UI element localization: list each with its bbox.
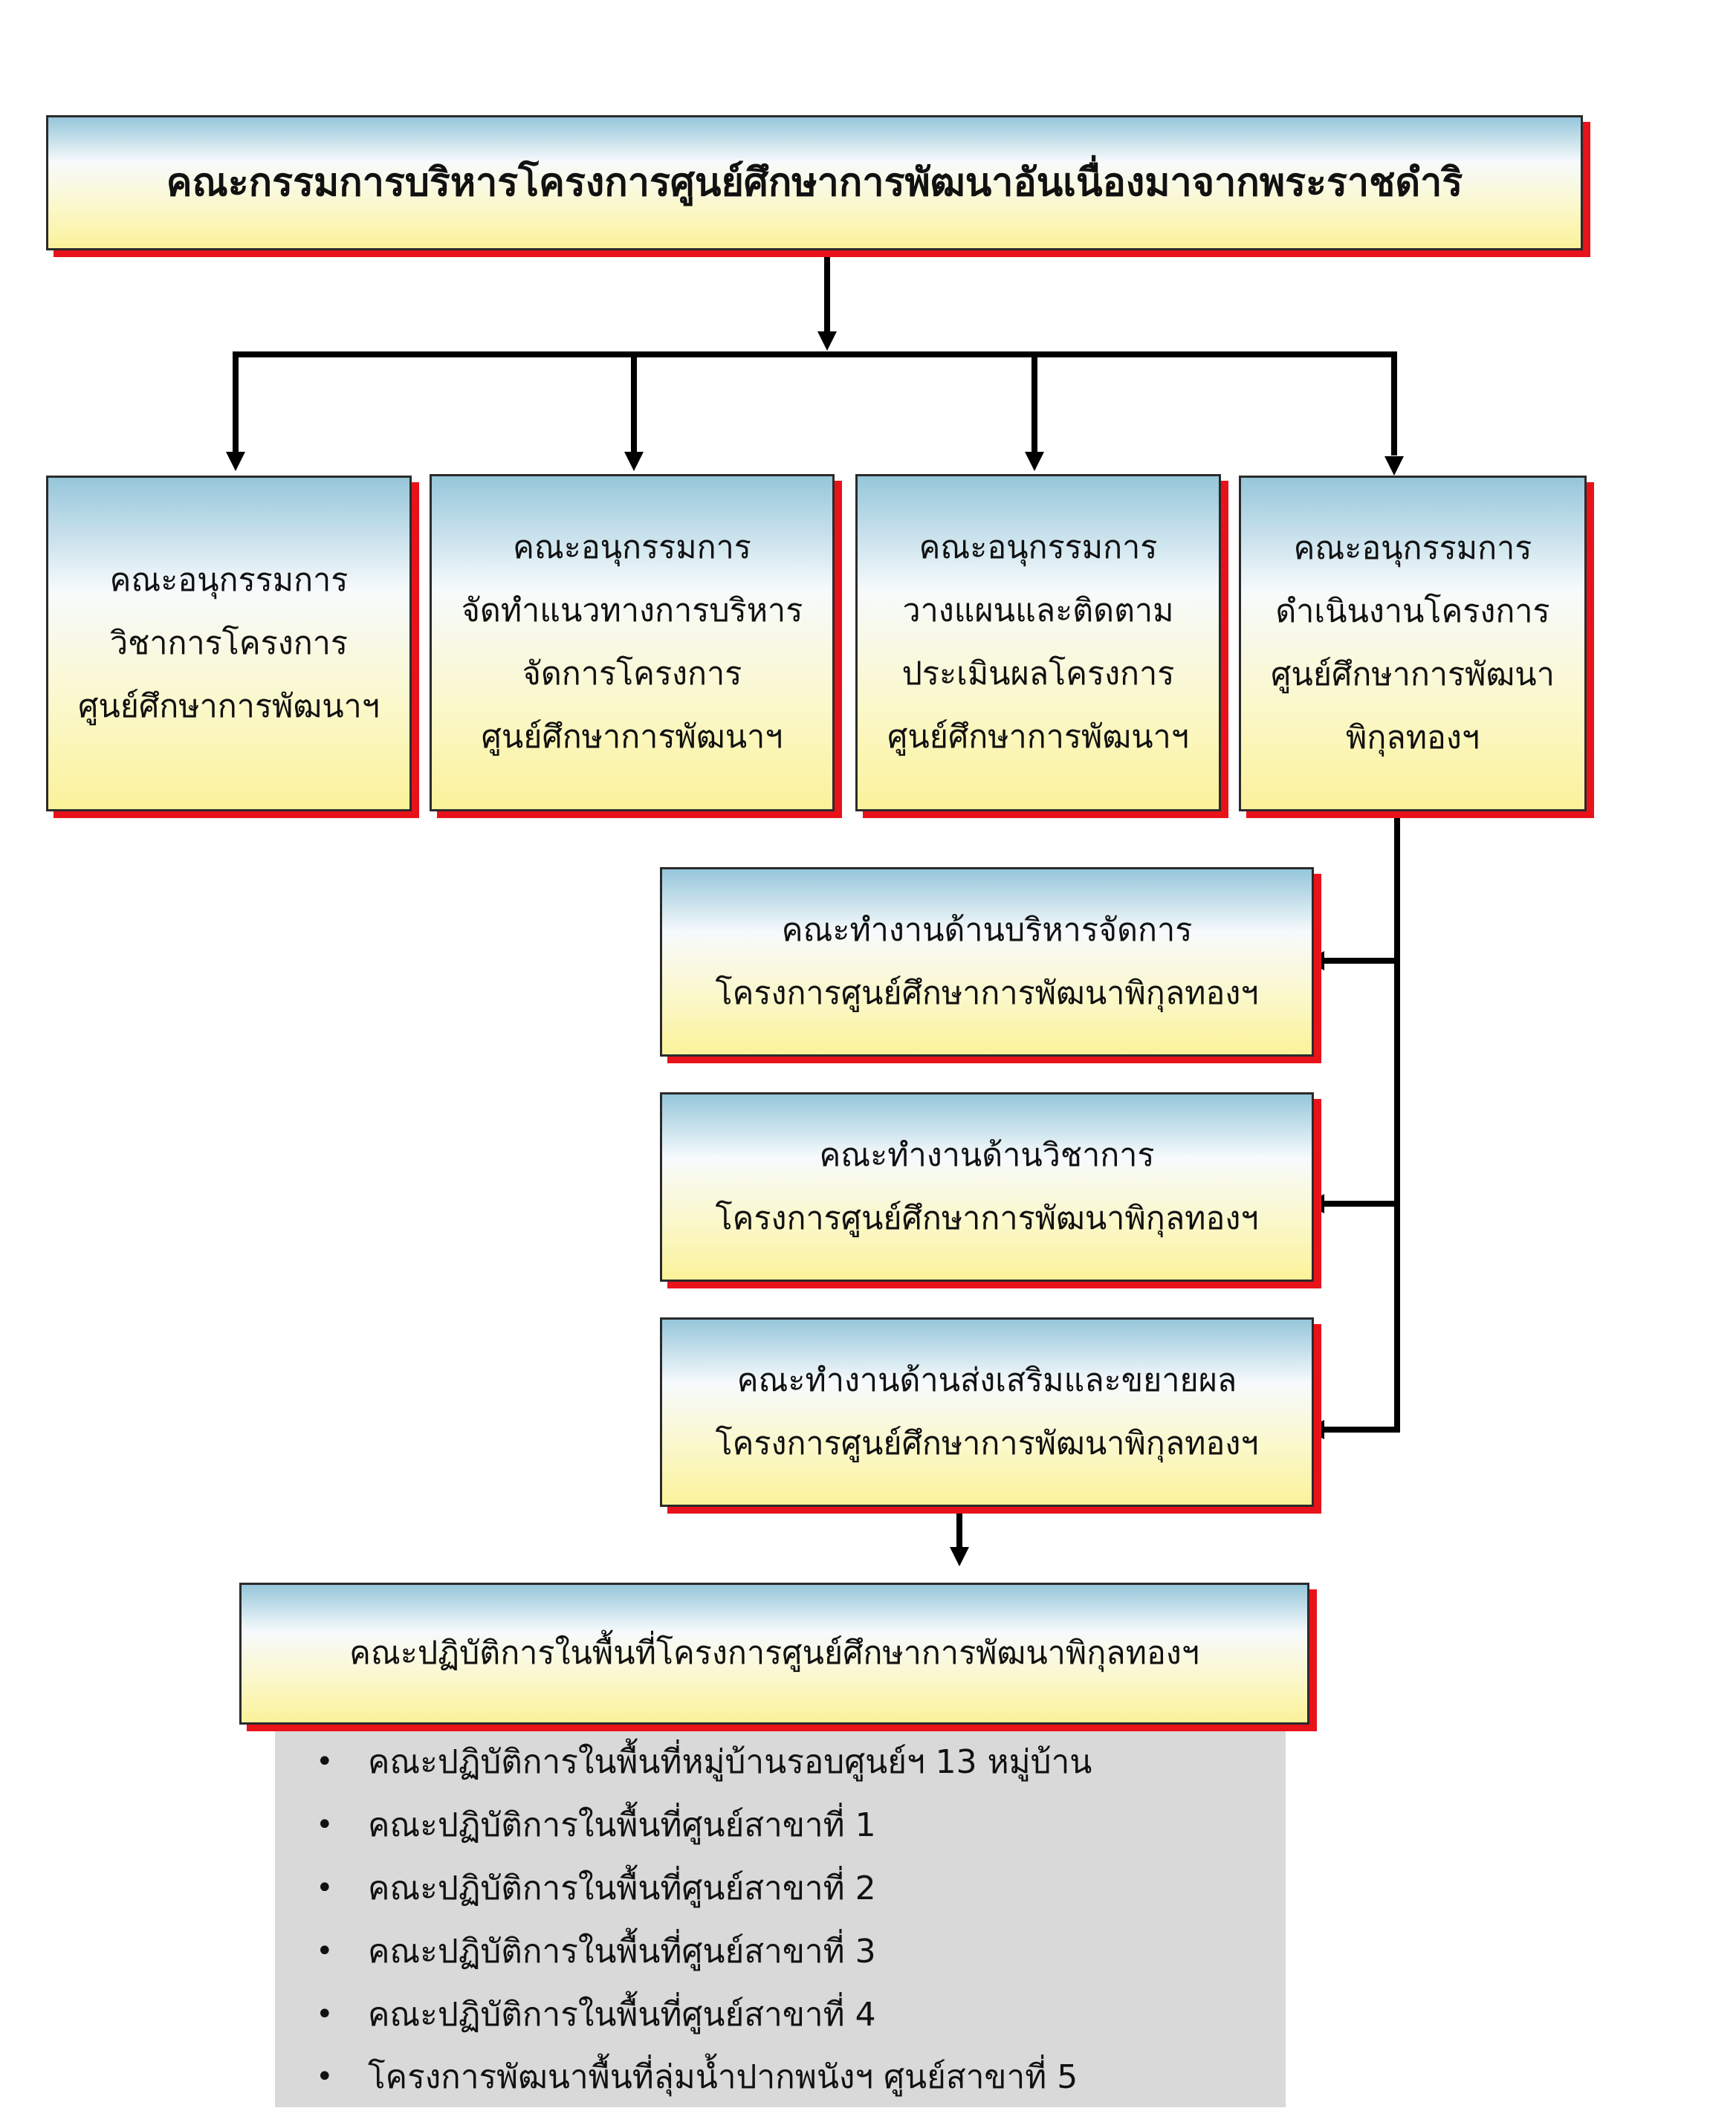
connector-to-wg-1	[1321, 958, 1400, 964]
subcommittee-operations-line-1: คณะอนุกรรมการ	[1293, 530, 1532, 567]
working-group-academic-line-2: โครงการศูนย์ศึกษาการพัฒนาพิกุลทองฯ	[715, 1199, 1259, 1237]
top-committee-title: คณะกรรมการบริหารโครงการศูนย์ศึกษาการพัฒน…	[166, 160, 1463, 205]
list-item: • คณะปฏิบัติการในพื้นที่ศูนย์สาขาที่ 3	[316, 1920, 876, 1982]
subcommittee-management-line-2: จัดทำแนวทางการบริหาร	[461, 592, 803, 629]
subcommittee-academic-line-2: วิชาการโครงการ	[110, 624, 348, 662]
subcommittee-planning-line-4: ศูนย์ศึกษาการพัฒนาฯ	[887, 719, 1189, 756]
field-operations-box: คณะปฏิบัติการในพื้นที่โครงการศูนย์ศึกษาก…	[239, 1583, 1309, 1725]
arrowhead-field-ops	[950, 1547, 969, 1566]
subcommittee-operations-line-3: ศูนย์ศึกษาการพัฒนา	[1271, 656, 1555, 693]
working-group-academic-line-1: คณะทำงานด้านวิชาการ	[819, 1136, 1155, 1174]
bullet-icon: •	[316, 1808, 334, 1842]
subcommittee-box-management: คณะอนุกรรมการ จัดทำแนวทางการบริหาร จัดกา…	[430, 474, 835, 811]
connector-wg3-down	[956, 1506, 962, 1555]
subcommittee-management-line-3: จัดการโครงการ	[522, 655, 742, 693]
list-item-text: คณะปฏิบัติการในพื้นที่หมู่บ้านรอบศูนย์ฯ …	[368, 1743, 1092, 1781]
subcommittee-planning-line-1: คณะอนุกรรมการ	[919, 529, 1158, 566]
list-item-text: โครงการพัฒนาพื้นที่ลุ่มน้ำปากพนังฯ ศูนย์…	[368, 2058, 1078, 2096]
arrowhead-sub-4	[1384, 456, 1404, 476]
connector-down-sub-3	[1031, 351, 1037, 455]
list-item-text: คณะปฏิบัติการในพื้นที่ศูนย์สาขาที่ 4	[368, 1996, 876, 2034]
subcommittee-management-line-1: คณะอนุกรรมการ	[513, 529, 751, 566]
list-item: • คณะปฏิบัติการในพื้นที่ศูนย์สาขาที่ 1	[316, 1794, 876, 1856]
field-operations-list-panel: • คณะปฏิบัติการในพื้นที่หมู่บ้านรอบศูนย์…	[275, 1726, 1286, 2107]
connector-sub4-trunk	[1394, 815, 1400, 1433]
list-item: • คณะปฏิบัติการในพื้นที่ศูนย์สาขาที่ 2	[316, 1857, 876, 1919]
connector-down-sub-1	[233, 351, 239, 455]
subcommittee-planning-line-3: ประเมินผลโครงการ	[901, 655, 1175, 693]
subcommittee-academic-line-1: คณะอนุกรรมการ	[109, 561, 349, 599]
list-item-text: คณะปฏิบัติการในพื้นที่ศูนย์สาขาที่ 2	[368, 1869, 876, 1907]
bullet-icon: •	[316, 1745, 334, 1779]
subcommittee-operations-line-2: ดำเนินงานโครงการ	[1275, 593, 1550, 630]
subcommittee-management-line-4: ศูนย์ศึกษาการพัฒนาฯ	[481, 719, 783, 756]
bullet-icon: •	[316, 1871, 334, 1905]
connector-to-wg-3	[1321, 1427, 1400, 1433]
top-committee-box: คณะกรรมการบริหารโครงการศูนย์ศึกษาการพัฒน…	[46, 115, 1583, 250]
working-group-box-academic: คณะทำงานด้านวิชาการ โครงการศูนย์ศึกษาการ…	[660, 1092, 1314, 1282]
bullet-icon: •	[316, 1934, 334, 1968]
list-item: • คณะปฏิบัติการในพื้นที่ศูนย์สาขาที่ 4	[316, 1983, 876, 2046]
subcommittee-box-operations: คณะอนุกรรมการ ดำเนินงานโครงการ ศูนย์ศึกษ…	[1239, 476, 1587, 811]
subcommittee-planning-line-2: วางแผนและติดตาม	[902, 592, 1174, 629]
arrowhead-sub-3	[1025, 452, 1044, 471]
bullet-icon: •	[316, 1997, 334, 2031]
connector-to-wg-2	[1321, 1201, 1400, 1207]
connector-horizontal-bus	[233, 351, 1396, 357]
arrowhead-sub-1	[226, 452, 245, 471]
subcommittee-box-planning: คณะอนุกรรมการ วางแผนและติดตาม ประเมินผลโ…	[855, 474, 1221, 811]
list-item-text: คณะปฏิบัติการในพื้นที่ศูนย์สาขาที่ 3	[368, 1933, 876, 1971]
list-item: • โครงการพัฒนาพื้นที่ลุ่มน้ำปากพนังฯ ศูน…	[316, 2046, 1078, 2108]
list-item-text: คณะปฏิบัติการในพื้นที่ศูนย์สาขาที่ 1	[368, 1806, 876, 1844]
subcommittee-academic-line-3: ศูนย์ศึกษาการพัฒนาฯ	[78, 687, 380, 725]
working-group-box-management: คณะทำงานด้านบริหารจัดการ โครงการศูนย์ศึก…	[660, 867, 1314, 1057]
connector-top-down	[824, 251, 830, 342]
field-operations-title: คณะปฏิบัติการในพื้นที่โครงการศูนย์ศึกษาก…	[349, 1635, 1199, 1672]
working-group-management-line-1: คณะทำงานด้านบริหารจัดการ	[781, 911, 1193, 949]
bullet-icon: •	[316, 2060, 334, 2094]
subcommittee-operations-line-4: พิกุลทองฯ	[1345, 719, 1480, 756]
connector-down-sub-4	[1391, 351, 1397, 455]
arrowhead-top-down	[817, 331, 837, 351]
arrowhead-sub-2	[624, 452, 644, 471]
working-group-management-line-2: โครงการศูนย์ศึกษาการพัฒนาพิกุลทองฯ	[715, 974, 1259, 1012]
working-group-box-extension: คณะทำงานด้านส่งเสริมและขยายผล โครงการศูน…	[660, 1317, 1314, 1507]
subcommittee-box-academic: คณะอนุกรรมการ วิชาการโครงการ ศูนย์ศึกษาก…	[46, 476, 412, 811]
connector-down-sub-2	[631, 351, 637, 455]
working-group-extension-line-2: โครงการศูนย์ศึกษาการพัฒนาพิกุลทองฯ	[715, 1424, 1259, 1462]
list-item: • คณะปฏิบัติการในพื้นที่หมู่บ้านรอบศูนย์…	[316, 1731, 1092, 1793]
working-group-extension-line-1: คณะทำงานด้านส่งเสริมและขยายผล	[736, 1361, 1237, 1399]
